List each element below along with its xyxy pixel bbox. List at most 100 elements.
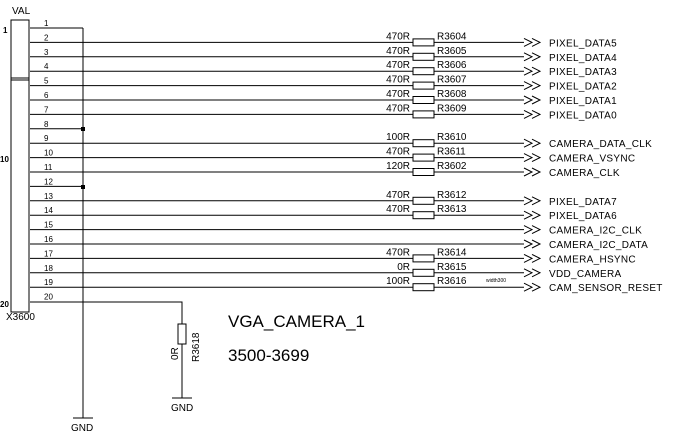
- series-resistor: [412, 96, 435, 104]
- pin-number: 9: [44, 134, 49, 143]
- pin20-wire: [30, 301, 183, 324]
- connector-reference: X3600: [6, 312, 35, 323]
- r3618-ref: R3618: [191, 332, 202, 362]
- resistor-ref: R3607: [437, 75, 467, 86]
- resistor-ref: R3606: [437, 60, 467, 71]
- sheet-title: VGA_CAMERA_1: [228, 312, 365, 331]
- resistor-ref: R3605: [437, 46, 467, 57]
- ground-label-r3618: GND: [171, 403, 193, 414]
- net-label: CAMERA_VSYNC: [549, 154, 635, 165]
- resistor-value: 0R: [397, 262, 410, 273]
- resistor-value: 120R: [386, 161, 410, 172]
- net-arrow-icon: [531, 109, 542, 119]
- connector-last-pin-index: 20: [0, 300, 9, 309]
- series-resistor: [412, 139, 435, 148]
- pin-number: 12: [44, 177, 53, 186]
- series-resistor: [412, 81, 435, 90]
- junction-dot-pin8: [81, 127, 85, 131]
- resistor-value: 470R: [386, 190, 410, 201]
- resistor-value: 470R: [386, 103, 410, 114]
- net-arrow-icon: [523, 52, 534, 62]
- net-label: PIXEL_DATA2: [549, 82, 617, 93]
- net-arrow-icon: [523, 153, 534, 163]
- net-arrow-icon: [523, 37, 534, 47]
- pin-number: 1: [44, 19, 49, 28]
- junction-dot-pin12: [81, 185, 85, 189]
- resistor-value: 470R: [386, 247, 410, 258]
- series-resistor: [412, 67, 435, 76]
- net-label: CAMERA_I2C_DATA: [549, 240, 648, 251]
- net-arrow-icon: [531, 66, 542, 76]
- net-arrow-icon: [531, 37, 542, 47]
- pin-number: 3: [44, 48, 49, 57]
- trace-width-note: width300: [486, 278, 506, 284]
- net-arrow-icon: [531, 196, 542, 206]
- pin-number: 17: [44, 249, 53, 258]
- net-label: CAMERA_HSYNC: [549, 254, 636, 265]
- net-arrow-icon: [531, 95, 542, 105]
- resistor-ref: R3609: [437, 103, 467, 114]
- net-arrow-icon: [523, 268, 534, 278]
- net-label: PIXEL_DATA4: [549, 53, 617, 64]
- pin-number: 2: [44, 33, 49, 42]
- pin-number: 6: [44, 91, 49, 100]
- net-arrow-icon: [531, 239, 542, 249]
- net-arrow-icon: [531, 225, 542, 235]
- resistor-value: 470R: [386, 89, 410, 100]
- series-resistor: [412, 283, 435, 292]
- resistor-value: 470R: [386, 46, 410, 57]
- net-arrow-icon: [523, 282, 534, 292]
- pin-number: 16: [44, 235, 53, 244]
- series-resistor: [412, 153, 435, 162]
- series-resistor: [412, 196, 435, 205]
- pin-number: 18: [44, 264, 53, 273]
- resistor-value: 470R: [386, 204, 410, 215]
- pin-number: 10: [44, 149, 53, 158]
- series-resistor: [412, 268, 435, 277]
- resistor-ref: R3608: [437, 89, 467, 100]
- series-resistor: [412, 211, 435, 220]
- net-arrow-icon: [531, 268, 542, 278]
- pin-number: 13: [44, 192, 53, 201]
- pin-number: 20: [44, 293, 53, 302]
- resistor-ref: R3615: [437, 262, 467, 273]
- net-label: PIXEL_DATA3: [549, 67, 617, 78]
- series-resistor: [412, 38, 435, 47]
- net-arrow-icon: [523, 81, 534, 91]
- net-arrow-icon: [523, 95, 534, 105]
- pin-number: 7: [44, 105, 49, 114]
- net-arrow-icon: [523, 210, 534, 220]
- resistor-value: 470R: [386, 31, 410, 42]
- net-arrow-icon: [531, 153, 542, 163]
- resistor-value: 470R: [386, 75, 410, 86]
- connector-body: [10, 19, 30, 313]
- connector-mid-pin-index: 10: [0, 155, 9, 164]
- pin-number: 14: [44, 206, 53, 215]
- connector-header-label: VAL: [12, 6, 31, 17]
- resistor-value: 470R: [386, 147, 410, 158]
- resistor-value: 100R: [386, 276, 410, 287]
- net-label: CAMERA_I2C_CLK: [549, 226, 642, 237]
- net-arrow-icon: [523, 167, 534, 177]
- net-label: VDD_CAMERA: [549, 269, 621, 280]
- resistor-ref: R3604: [437, 31, 467, 42]
- resistor-ref: R3602: [437, 161, 467, 172]
- ground-label-bus: GND: [71, 423, 93, 434]
- net-label: PIXEL_DATA5: [549, 38, 617, 49]
- pin-number: 5: [44, 77, 49, 86]
- net-arrow-icon: [523, 239, 534, 249]
- pin-number: 15: [44, 221, 53, 230]
- net-arrow-icon: [531, 52, 542, 62]
- connector-first-pin-index: 1: [3, 26, 8, 35]
- resistor-ref: R3612: [437, 190, 467, 201]
- net-arrow-icon: [523, 196, 534, 206]
- resistor-r3618: [177, 323, 187, 345]
- net-label: CAM_SENSOR_RESET: [549, 283, 663, 294]
- resistor-value: 100R: [386, 132, 410, 143]
- net-arrow-icon: [523, 138, 534, 148]
- pin-number: 4: [44, 62, 49, 71]
- resistor-ref: R3611: [437, 147, 466, 158]
- net-arrow-icon: [523, 225, 534, 235]
- net-arrow-icon: [531, 81, 542, 91]
